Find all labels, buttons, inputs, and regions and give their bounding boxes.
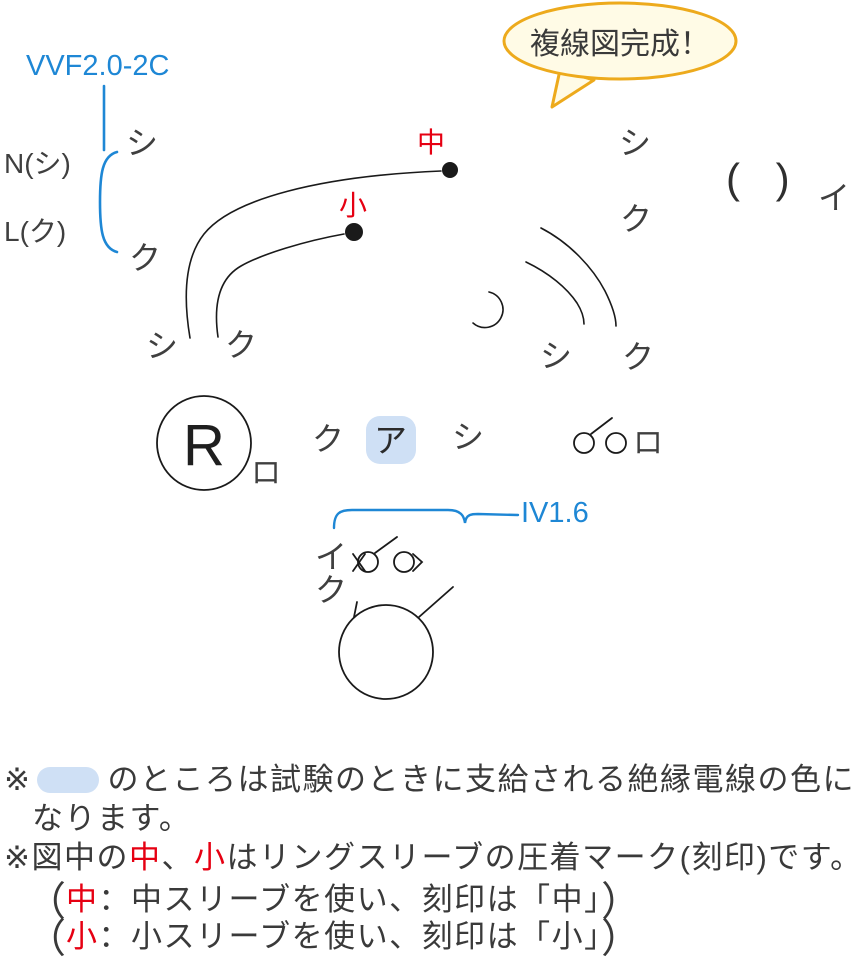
wire-color-label-white: シ (540, 338, 573, 374)
note-comma: 、 (161, 840, 194, 875)
device-label-ro: ロ (251, 457, 281, 490)
iv-range-brace (332, 508, 520, 530)
receptacle-symbol (156, 395, 252, 491)
wire-color-label-white: シ (146, 328, 179, 364)
note-line-3-text: ※図中の (4, 840, 129, 875)
note-open-paren: （ (26, 880, 66, 924)
iv-size-label: IV1.6 (521, 497, 589, 529)
wire-color-label-white: シ (619, 125, 652, 161)
source-cable-bracket (98, 84, 119, 254)
wire-color-label-white: シ (126, 125, 159, 161)
red-wire-highlight (366, 416, 416, 464)
switch-symbol-i (352, 536, 424, 573)
note-open-paren: （ (26, 917, 66, 961)
note-close-paren: ） (601, 880, 642, 924)
note-line-1-text: のところは試験のときに支給される絶縁電線の色に (107, 762, 852, 797)
wire-color-label-black: ク (225, 327, 258, 363)
color-highlight-pill (37, 767, 100, 793)
wire-color-label-red: ア (374, 422, 407, 459)
speech-bubble-text: 複線図完成！ (530, 28, 710, 61)
wire-color-label-black: ク (312, 421, 345, 457)
wire-color-label-i: イ (315, 539, 348, 575)
ceiling-fixture-label-i: イ (818, 180, 851, 216)
note-line-3-text2: はリングスリーブの圧着マーク(刻印)です。 (226, 840, 852, 875)
note-line-4-text: ：中スリーブを使い、刻印は「中」 (98, 882, 602, 917)
wire-color-label-black: ク (315, 572, 348, 608)
note-small-mark: 小 (193, 840, 227, 875)
wire-curl (472, 291, 504, 329)
note-line-3: ※図中の中、小はリングスリーブの圧着マーク(刻印)です。 (4, 840, 852, 875)
note-line-4: （中：中スリーブを使い、刻印は「中」） (26, 880, 641, 924)
note-line-1: ※ のところは試験のときに支給される絶縁電線の色に (4, 762, 852, 797)
cable-size-label: VVF2.0-2C (26, 50, 170, 82)
wire-color-label-black: ク (620, 201, 653, 237)
ceiling-fixture-symbol: ( ) (726, 155, 802, 202)
switch-label-ro: ロ (633, 427, 663, 460)
note-line-5-text: ：小スリーブを使い、刻印は「小」 (98, 919, 602, 954)
note-medium-mark: 中 (66, 882, 99, 917)
wire-right-outer (540, 227, 617, 327)
line-terminal-label: L(ク) (4, 216, 67, 247)
sleeve-mark-medium: 中 (417, 127, 446, 158)
sleeve-mark-small: 小 (339, 190, 368, 221)
receptacle-letter: R (183, 413, 225, 478)
note-close-paren: ） (601, 917, 642, 961)
wire-neutral-left (185, 170, 442, 339)
wire-color-label-black: ク (622, 339, 655, 375)
switch-symbol-ro (573, 417, 627, 454)
note-asterisk: ※ (4, 762, 32, 797)
junction-dot-small (345, 223, 363, 241)
note-line-2-text: なります。 (32, 801, 192, 836)
wire-runs (185, 170, 617, 339)
wire-color-label-black: ク (129, 240, 162, 276)
wire-color-label-white: シ (452, 419, 485, 455)
wire-right-inner (525, 261, 585, 325)
wire-line-left (215, 233, 345, 338)
note-medium-mark: 中 (128, 840, 162, 875)
note-line-5: （小：小スリーブを使い、刻印は「小」） (26, 917, 641, 961)
note-line-2: なります。 (32, 801, 192, 836)
junction-dot-medium (442, 162, 458, 178)
note-small-mark: 小 (66, 919, 99, 954)
speech-bubble (502, 1, 738, 109)
neutral-terminal-label: N(シ) (4, 148, 71, 179)
lamp-symbol (338, 586, 454, 700)
